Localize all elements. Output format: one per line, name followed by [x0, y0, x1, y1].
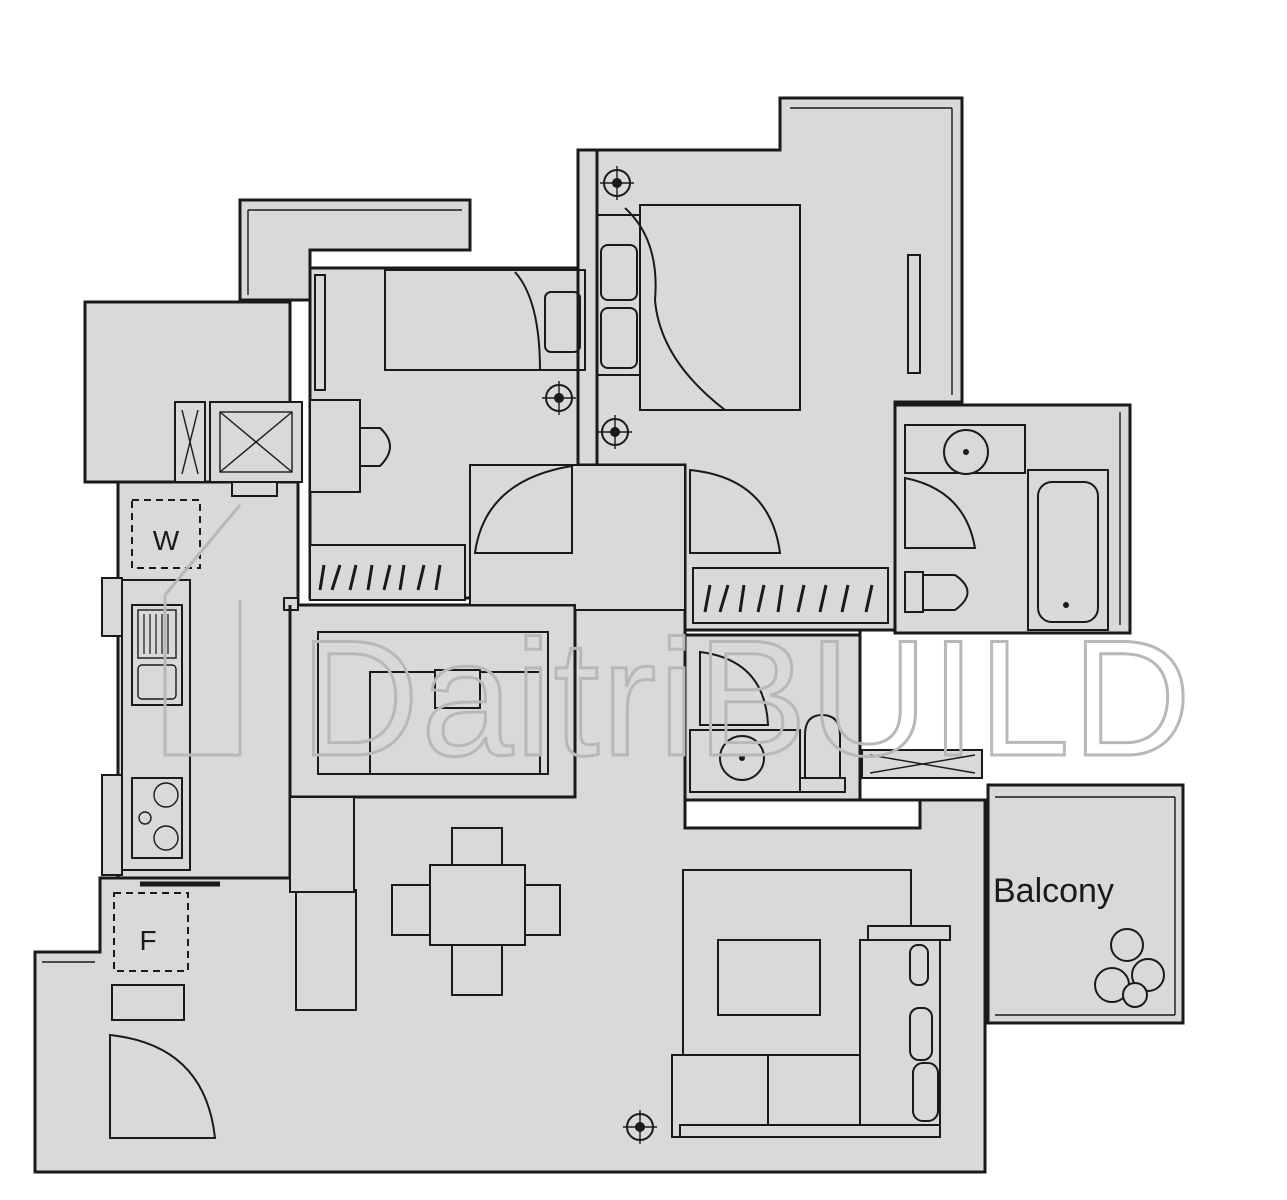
column-marker-4 [623, 1110, 657, 1144]
coffee-table [717, 939, 821, 1016]
bed-master [639, 204, 801, 411]
column-dining [289, 796, 355, 893]
window-sill-bedroom-2 [314, 274, 326, 391]
fridge-box [113, 892, 189, 972]
sink-icon [131, 604, 183, 706]
chair-icon [359, 427, 391, 467]
column-marker-1 [600, 166, 634, 200]
desk-bedroom-2 [309, 399, 361, 493]
dining-chair-left [391, 884, 431, 936]
plant-icon [1094, 928, 1165, 1008]
watermark-logo [163, 504, 242, 757]
heater-valve [231, 481, 278, 497]
column-marker-2 [542, 381, 576, 415]
wall-stub-kitchen [101, 577, 123, 637]
planter-top-left [238, 198, 472, 302]
bathtub-inner [1037, 481, 1099, 623]
shoe-cabinet [111, 984, 185, 1021]
balcony-label: Balcony [993, 872, 1114, 910]
washer-label: W [153, 525, 180, 556]
hanger-marks-1 [318, 564, 442, 591]
toilet-icon-master [922, 574, 969, 611]
toilet-tank-common [799, 777, 846, 793]
sofa-back [679, 1124, 941, 1138]
windows [42, 107, 1176, 1016]
toilet-icon-common [804, 713, 841, 781]
door-swing-master-bath [904, 476, 977, 549]
door-swing-entrance [109, 1033, 217, 1139]
pillow-icon-2 [600, 307, 638, 369]
dining-chair-right [524, 884, 561, 936]
wall-stub-kitchen-2 [101, 774, 123, 876]
fridge-label: F [139, 925, 156, 956]
door-swing-master [689, 468, 782, 554]
watermark-text: DaitriBUILD [300, 606, 1193, 790]
study-stool [434, 669, 481, 709]
washer-box [131, 499, 201, 569]
pillow-icon-1 [600, 244, 638, 301]
sideboard [295, 889, 357, 1011]
stove-icon [131, 777, 183, 859]
column-marker-3 [598, 415, 632, 449]
tv-shelf [867, 925, 951, 941]
partition-walls [288, 150, 920, 802]
blanket-line-master [624, 207, 726, 411]
door-swing-common-bath [699, 650, 770, 726]
hanger-marks-2 [703, 584, 874, 613]
dining-chair-top [451, 827, 503, 866]
cushion-icons [909, 944, 939, 1122]
dining-chair-bottom [451, 944, 503, 996]
dining-table [429, 864, 526, 946]
window-sill-master [907, 254, 921, 374]
door-swing-bedroom-2 [473, 464, 573, 554]
blanket-line [514, 271, 541, 371]
pillow-icon [544, 291, 581, 353]
